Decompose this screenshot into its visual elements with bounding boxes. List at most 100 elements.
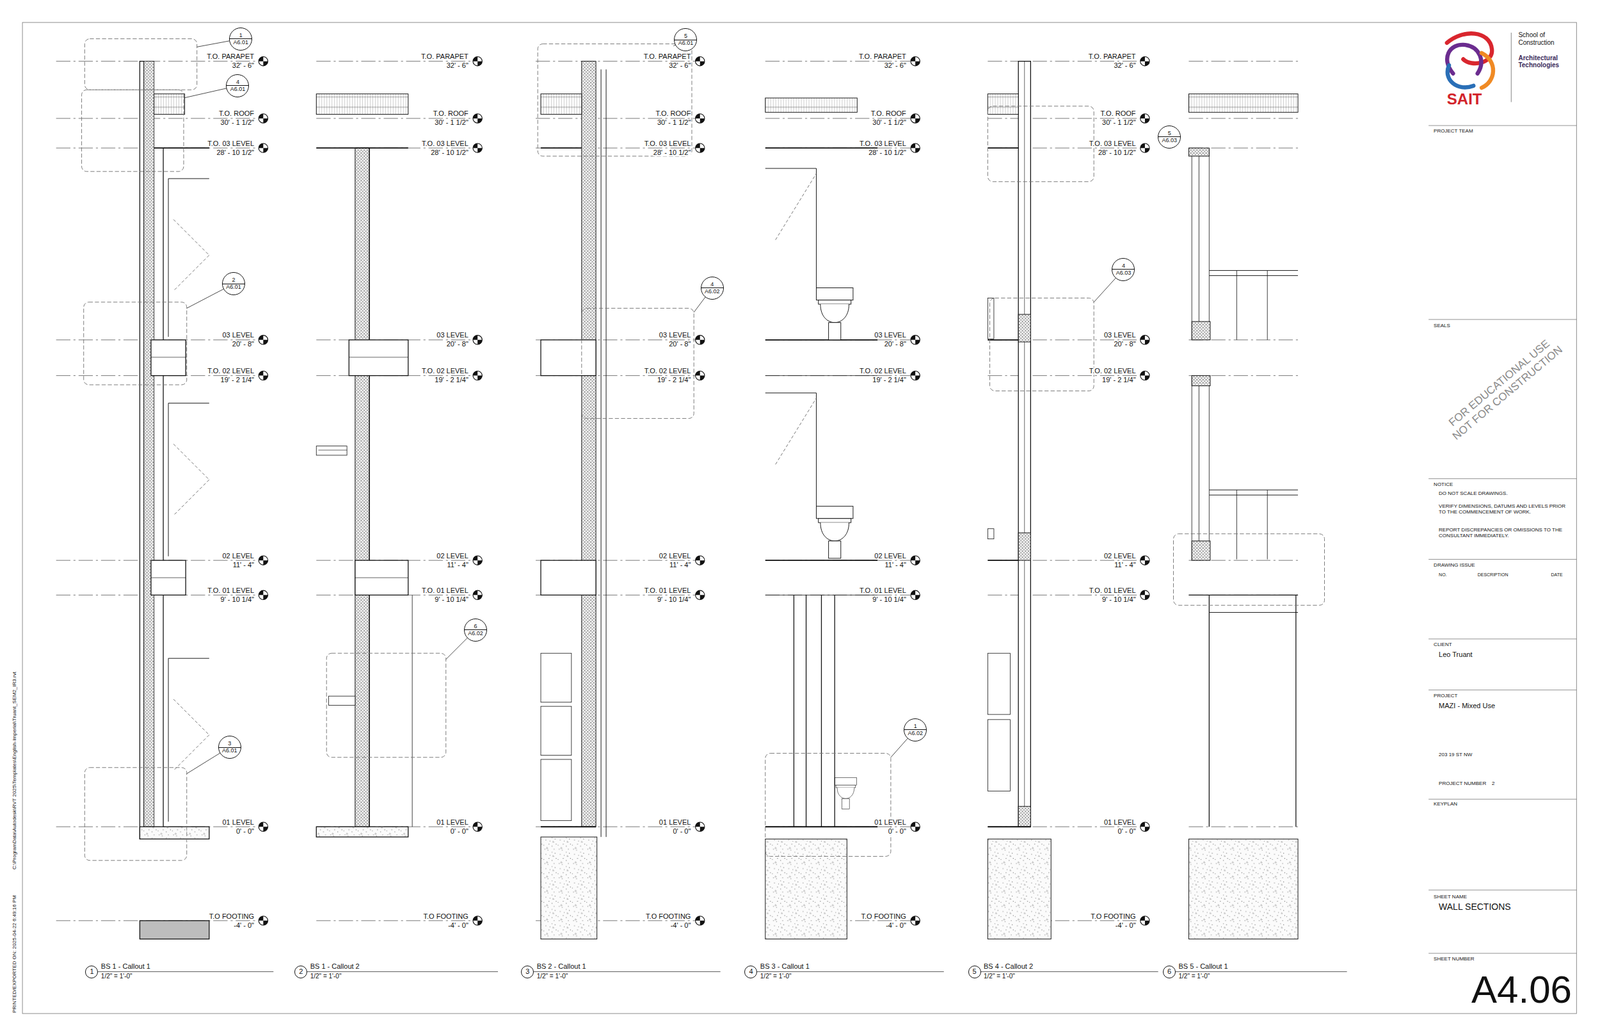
floor-joist-line — [151, 356, 186, 358]
title-block-rule — [1428, 558, 1577, 560]
sheet-reference: A6.02 — [704, 288, 721, 296]
title-block-rule — [1428, 638, 1577, 639]
title-block-rule — [1428, 478, 1577, 479]
level-marker — [695, 370, 705, 380]
level-name: T.O. 02 LEVEL — [859, 367, 907, 375]
callout-number: 1 — [913, 722, 918, 730]
toilet-lid — [835, 784, 856, 788]
watermark: FOR EDUCATIONAL USE NOT FOR CONSTRUCTION — [1440, 332, 1567, 445]
level-marker-fill — [910, 821, 920, 831]
view-number: 6 — [1162, 965, 1176, 978]
level-elevation: 28' - 10 1/2" — [430, 149, 469, 157]
partition-line — [765, 392, 817, 393]
toilet-bowl — [820, 522, 850, 541]
toilet-base — [842, 798, 850, 809]
slab-edge — [1018, 805, 1031, 827]
sheet-reference: A6.01 — [229, 85, 247, 93]
sheet-number: A4.06 — [1471, 970, 1572, 1009]
level-marker — [1140, 335, 1150, 345]
cabinet — [540, 705, 572, 756]
slab-edge — [1191, 375, 1211, 386]
callout-number: 5 — [683, 32, 688, 40]
level-name: 01 LEVEL — [874, 818, 907, 826]
level-marker — [472, 590, 482, 600]
level-elevation: 28' - 10 1/2" — [1098, 149, 1136, 157]
level-elevation: 19' - 2 1/4" — [657, 376, 691, 384]
callout-bubble: 2A6.01 — [222, 272, 246, 296]
level-name: T.O. 01 LEVEL — [859, 586, 907, 594]
level-name: 03 LEVEL — [874, 331, 907, 339]
toilet-symbol — [816, 506, 854, 559]
level-elevation: 19' - 2 1/4" — [1102, 376, 1136, 384]
slab-on-grade — [139, 826, 209, 839]
level-marker — [1140, 143, 1150, 153]
curtain-wall — [1018, 61, 1031, 827]
level-marker — [258, 590, 268, 600]
beam-line — [1208, 611, 1298, 613]
roof-insulation — [316, 94, 408, 115]
level-marker-fill — [695, 590, 705, 600]
level-marker — [1140, 370, 1150, 380]
view-number-text: 5 — [972, 967, 978, 975]
gypsum-line — [162, 147, 164, 827]
project-address: 203 19 ST NW — [1438, 752, 1472, 758]
level-name: T.O. 02 LEVEL — [1089, 367, 1136, 375]
floor-joist-line — [151, 577, 186, 578]
swing-line — [173, 219, 210, 256]
project-name: MAZI - Mixed Use — [1438, 702, 1496, 710]
level-line — [765, 60, 911, 62]
level-name: 01 LEVEL — [659, 818, 692, 826]
level-line — [316, 919, 473, 921]
level-line — [535, 147, 696, 149]
print-stamp: PRINTED/EXPORTED ON: 2025-04-22 6:49:16 … — [12, 894, 18, 1013]
level-marker — [258, 555, 268, 565]
callout-box — [84, 39, 197, 91]
level-line — [765, 826, 911, 827]
level-elevation: 20' - 8" — [446, 340, 469, 348]
level-line — [765, 147, 911, 149]
level-marker-fill — [1140, 915, 1150, 925]
level-elevation: -4' - 0" — [233, 921, 255, 929]
level-elevation: 9' - 10 1/4" — [220, 595, 255, 603]
level-marker-fill — [1140, 113, 1150, 123]
level-marker — [258, 113, 268, 123]
floor-line — [987, 339, 1019, 341]
trim — [987, 528, 994, 539]
level-marker — [695, 113, 705, 123]
level-elevation: 9' - 10 1/4" — [434, 595, 468, 603]
level-elevation: 0' - 0" — [888, 827, 907, 835]
floor-assembly — [348, 339, 408, 376]
slab-line — [987, 825, 1031, 827]
level-name: 03 LEVEL — [659, 331, 692, 339]
callout-number: 5 — [1167, 129, 1172, 137]
level-line — [765, 117, 911, 119]
level-line — [987, 826, 1140, 827]
railing-line — [1208, 494, 1298, 496]
level-line — [535, 826, 696, 827]
floor-line — [765, 559, 878, 561]
level-elevation: 0' - 0" — [672, 827, 691, 835]
level-name: T.O. ROOF — [1100, 110, 1136, 118]
level-name: T.O. 03 LEVEL — [421, 140, 469, 148]
level-line — [987, 560, 1140, 561]
notice-text: DO NOT SCALE DRAWINGS. — [1438, 490, 1508, 496]
level-elevation: 28' - 10 1/2" — [868, 149, 907, 157]
callout-bubble: 6A6.02 — [464, 618, 488, 642]
level-name: T.O. ROOF — [871, 110, 907, 118]
level-elevation: 9' - 10 1/4" — [1102, 595, 1136, 603]
floor-joist-line — [348, 356, 408, 358]
level-marker-fill — [1140, 370, 1150, 380]
level-marker — [1140, 555, 1150, 565]
level-marker-fill — [472, 113, 482, 123]
ceiling-line — [765, 375, 878, 376]
level-name: 01 LEVEL — [436, 818, 469, 826]
level-elevation: 0' - 0" — [450, 827, 469, 835]
level-marker — [258, 143, 268, 153]
level-elevation: 9' - 10 1/4" — [872, 595, 906, 603]
sheet-reference: A6.02 — [467, 629, 484, 637]
level-marker-fill — [1140, 56, 1150, 66]
level-elevation: 19' - 2 1/4" — [872, 376, 906, 384]
callout-box — [537, 44, 692, 157]
level-marker-fill — [695, 56, 705, 66]
table-heading: NO. — [1438, 572, 1447, 577]
